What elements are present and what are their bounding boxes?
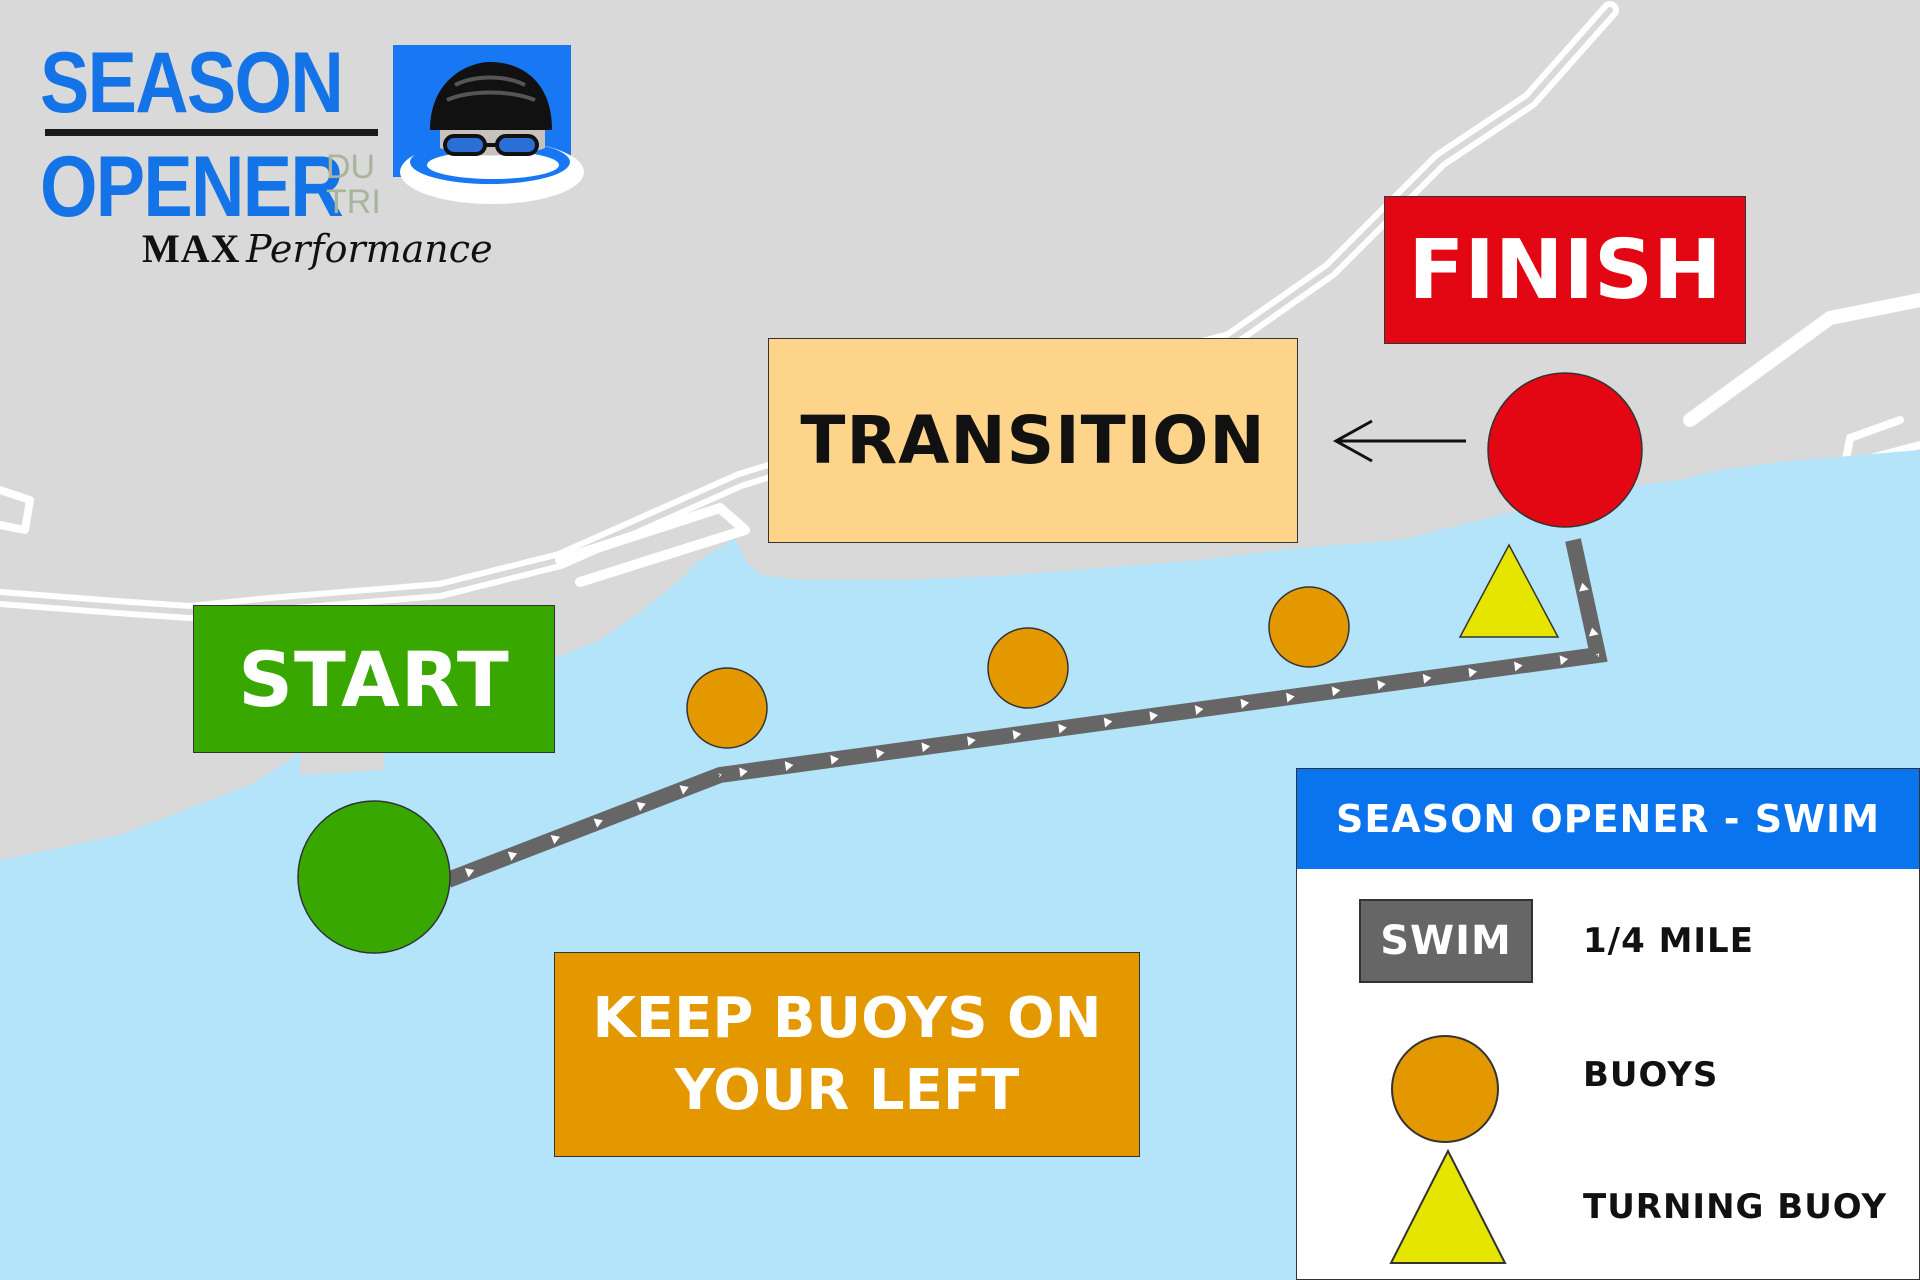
- logo-mascot: [393, 45, 584, 204]
- swim-direction-chevron-19: [1331, 686, 1341, 697]
- finish-label: FINISH: [1384, 196, 1746, 344]
- swim-direction-chevron-3: [593, 818, 603, 828]
- road-main-inner: [0, 7, 1613, 615]
- swim-direction-chevron-5: [679, 785, 689, 795]
- keep-buoys-instruction: KEEP BUOYS ON YOUR LEFT: [554, 952, 1140, 1157]
- road-pier: [555, 503, 750, 587]
- event-logo: SEASON OPENER DU TRI MAX Performance: [40, 40, 600, 290]
- swim-direction-chevron-14: [1103, 717, 1113, 728]
- transition-label: TRANSITION: [768, 338, 1298, 543]
- legend-swim-key: SWIM: [1359, 899, 1533, 983]
- orange-circle-icon: [1391, 1035, 1499, 1143]
- start-marker: [297, 800, 451, 954]
- swim-direction-chevron-4: [636, 801, 646, 812]
- finish-marker: [1487, 372, 1643, 528]
- swim-direction-chevron-23: [1513, 661, 1523, 672]
- swim-direction-chevron-18: [1286, 692, 1295, 703]
- swim-direction-chevron-16: [1194, 705, 1204, 715]
- logo-title-line1: SEASON: [40, 35, 344, 131]
- logo-title-line2: OPENER: [40, 139, 344, 235]
- road-ne: [1683, 293, 1920, 427]
- swim-direction-chevron-13: [1058, 723, 1067, 734]
- yellow-triangle-icon: [1389, 1149, 1507, 1264]
- swim-direction-chevron-24: [1559, 655, 1569, 666]
- swim-direction-chevron-25: [1588, 627, 1599, 637]
- swim-direction-chevron-10: [921, 742, 931, 753]
- arrow-left-icon: [1332, 419, 1466, 463]
- buoy-1: [686, 667, 768, 749]
- roads: [0, 1, 1920, 621]
- legend-turning-buoy-label: TURNING BUOY: [1583, 1187, 1888, 1227]
- legend-swim-distance: 1/4 MILE: [1583, 921, 1754, 961]
- turning-buoy: [1458, 543, 1560, 638]
- swim-direction-chevron-26: [1579, 582, 1589, 592]
- swim-direction-chevron-21: [1422, 673, 1432, 684]
- swim-direction-chevron-8: [830, 754, 839, 765]
- map-legend: SEASON OPENER - SWIM SWIM 1/4 MILE BUOYS…: [1296, 768, 1920, 1280]
- sponsor-performance: Performance: [246, 227, 493, 271]
- road-west: [0, 486, 34, 534]
- legend-title: SEASON OPENER - SWIM: [1297, 769, 1919, 869]
- start-label: START: [193, 605, 555, 753]
- swim-direction-chevron-9: [875, 748, 885, 759]
- sponsor-max: MAX: [142, 226, 241, 271]
- swim-direction-chevron-11: [967, 736, 976, 747]
- swim-direction-chevron-22: [1468, 667, 1477, 678]
- swimmer-cap-goggles-icon: [430, 62, 552, 156]
- legend-buoys-label: BUOYS: [1583, 1055, 1719, 1095]
- logo-divider: [45, 129, 378, 136]
- swim-direction-chevron-7: [784, 761, 794, 771]
- swim-direction-chevron-0: [464, 868, 475, 878]
- logo-tri: TRI: [326, 183, 381, 221]
- swim-direction-chevron-15: [1149, 711, 1158, 722]
- logo-du: DU: [326, 148, 376, 186]
- swim-direction-chevron-20: [1377, 680, 1386, 690]
- swim-direction-chevron-2: [550, 834, 560, 845]
- buoy-2: [987, 627, 1069, 709]
- swim-path-direction-arrows: [464, 582, 1599, 878]
- swim-direction-chevron-1: [507, 851, 518, 861]
- swim-direction-chevron-17: [1240, 698, 1250, 709]
- buoy-3: [1268, 586, 1350, 668]
- swim-direction-chevron-6: [739, 767, 748, 778]
- swim-direction-chevron-12: [1012, 729, 1022, 740]
